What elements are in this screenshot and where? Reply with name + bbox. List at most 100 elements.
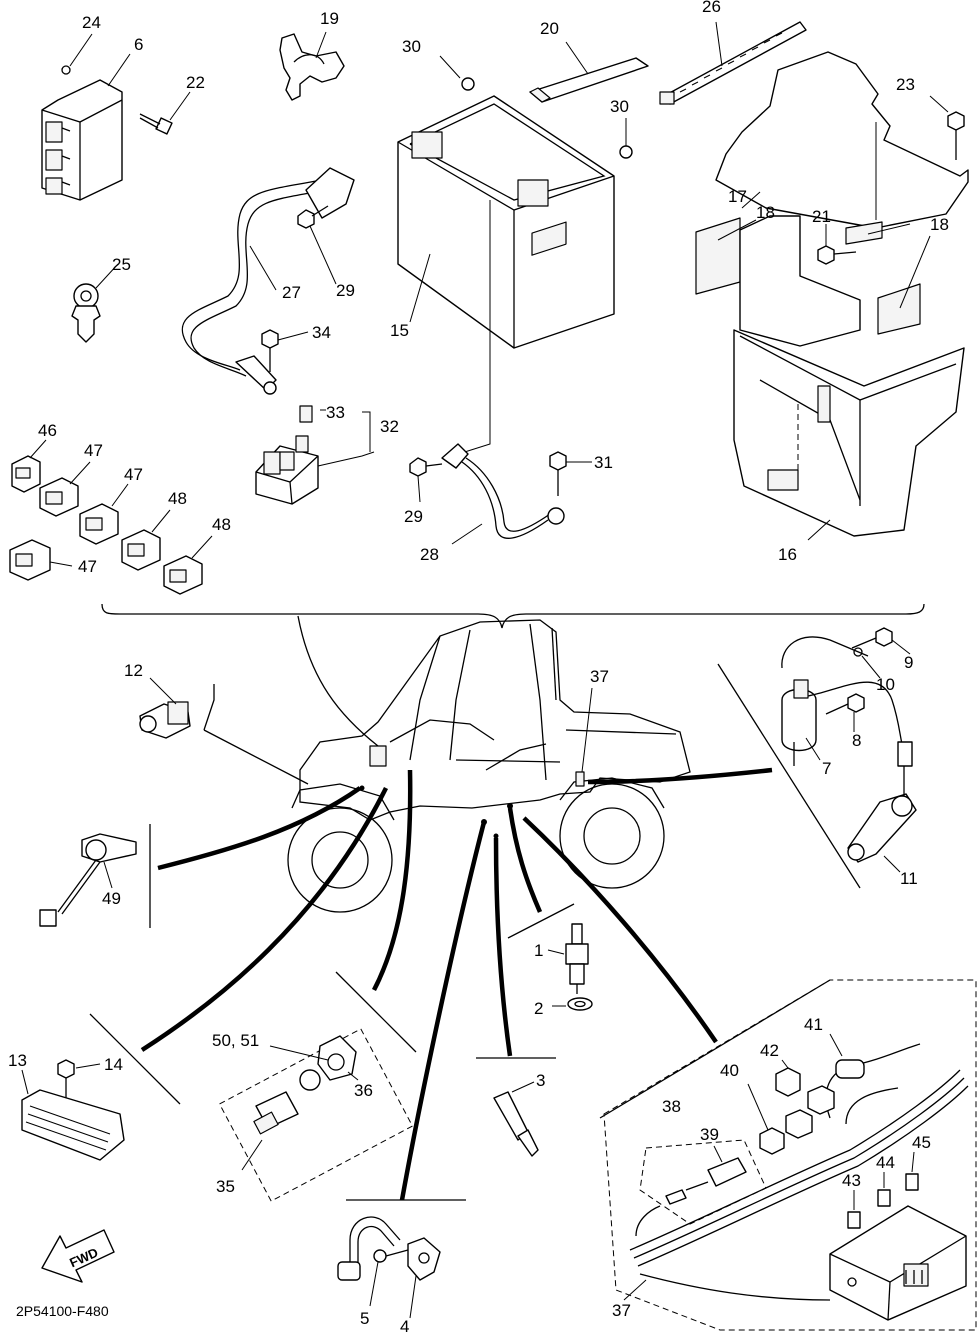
- part-23-bolt: [929, 95, 965, 160]
- leader-12: [203, 729, 309, 785]
- leader-top-bracket: [297, 615, 379, 747]
- part-28-cable: [441, 200, 565, 545]
- part-35-group-box: [218, 1028, 414, 1202]
- part-16-battery-box: [733, 215, 965, 541]
- part-31-bolt: [549, 451, 592, 496]
- part-37-group-box: [603, 979, 977, 1331]
- callout-13: 13: [8, 1051, 27, 1070]
- part-10-washer: [853, 647, 863, 657]
- callout-40: 40: [720, 1061, 739, 1080]
- part-25-clip: [71, 263, 119, 343]
- callout-1: 1: [534, 941, 543, 960]
- part-34-bolt: [261, 329, 309, 372]
- callout-21: 21: [812, 207, 831, 226]
- callout-33: 33: [326, 403, 345, 422]
- part-6-ecu: [41, 79, 123, 201]
- callout-49: 49: [102, 889, 121, 908]
- callout-3: 3: [536, 1071, 545, 1090]
- leader-37: [522, 816, 718, 1044]
- leader-13: [140, 786, 389, 1052]
- leader-50-51: [269, 1045, 329, 1061]
- part-39-connector: [665, 1145, 747, 1205]
- callout-38: 38: [662, 1097, 681, 1116]
- vehicle-outline: [287, 619, 691, 913]
- callout-48-a: 48: [168, 489, 187, 508]
- callout-46: 46: [38, 421, 57, 440]
- part-17-battery-box-cover: [715, 51, 969, 229]
- part-29-bolt-a: [297, 205, 337, 285]
- part-11-plug-cap: [847, 766, 917, 873]
- diagram-code: 2P54100-F480: [16, 1303, 109, 1319]
- part-22-bolt: [139, 91, 191, 135]
- callout-25: 25: [112, 255, 131, 274]
- callout-48-b: 48: [212, 515, 231, 534]
- callout-34: 34: [312, 323, 331, 342]
- part-3-sensor: [493, 1081, 539, 1157]
- callout-30-a: 30: [402, 37, 421, 56]
- part-20-strap: [529, 41, 649, 103]
- connector-48-b: [163, 535, 213, 595]
- callout-7: 7: [822, 759, 831, 778]
- callout-39: 39: [700, 1125, 719, 1144]
- callout-2: 2: [534, 999, 543, 1018]
- callout-47-c: 47: [78, 557, 97, 576]
- callout-41: 41: [804, 1015, 823, 1034]
- callout-27: 27: [282, 283, 301, 302]
- callout-18-b: 18: [930, 215, 949, 234]
- callout-20: 20: [540, 19, 559, 38]
- callout-19: 19: [320, 9, 339, 28]
- part-35-switch: [241, 1069, 321, 1171]
- part-45-fuse: [905, 1151, 919, 1191]
- callout-42: 42: [760, 1041, 779, 1060]
- part-38-group-box: [639, 1139, 767, 1225]
- part-26-cable-tie: [659, 21, 807, 105]
- callout-4: 4: [400, 1317, 409, 1335]
- callout-17: 17: [728, 187, 747, 206]
- callout-29-b: 29: [404, 507, 423, 526]
- fwd-arrow-icon: FWD: [41, 1229, 115, 1283]
- part-1-spark-plug: [547, 923, 589, 994]
- callout-12: 12: [124, 661, 143, 680]
- callout-6: 6: [134, 35, 143, 54]
- callout-labels: 24 6 22 19 30 20 26 23 30 17 18 21 18 25…: [8, 0, 949, 1335]
- leader-5-4: [399, 821, 487, 1201]
- part-8-bolt: [825, 693, 865, 732]
- part-19-clip: [279, 31, 345, 101]
- part-40-relay: [747, 1083, 813, 1155]
- part-27-cable: [181, 167, 355, 395]
- callout-9: 9: [904, 653, 913, 672]
- callout-32: 32: [380, 417, 399, 436]
- part-18-pad-b: [845, 221, 931, 335]
- callout-45: 45: [912, 1133, 931, 1152]
- callout-22: 22: [186, 73, 205, 92]
- connector-46: [11, 439, 47, 493]
- part-30-nut-a: [461, 77, 475, 91]
- connector-48-a: [121, 509, 171, 571]
- leader-49: [157, 786, 362, 871]
- part-14-bolt: [57, 1059, 101, 1098]
- part-21-bolt: [817, 224, 857, 265]
- leader-35: [372, 769, 413, 992]
- callout-16: 16: [778, 545, 797, 564]
- callout-47-b: 47: [124, 465, 143, 484]
- part-5-sensor: [337, 1216, 409, 1307]
- connector-47-a: [39, 461, 91, 517]
- part-29-bolt-b: [409, 457, 443, 503]
- fuse-box: [829, 1205, 967, 1321]
- connector-47-c: [9, 539, 73, 581]
- part-41-connector: [829, 1033, 865, 1079]
- part-4-bracket: [407, 1237, 441, 1319]
- callout-30-b: 30: [610, 97, 629, 116]
- callout-10: 10: [876, 675, 895, 694]
- callout-11: 11: [900, 869, 918, 888]
- callout-28: 28: [420, 545, 439, 564]
- part-44-fuse: [877, 1172, 891, 1207]
- callout-5: 5: [360, 1309, 369, 1328]
- callout-43: 43: [842, 1171, 861, 1190]
- callout-29-a: 29: [336, 281, 355, 300]
- top-group-bracket: [101, 603, 925, 629]
- callout-36: 36: [354, 1081, 373, 1100]
- callout-24: 24: [82, 13, 101, 32]
- callout-8: 8: [852, 731, 861, 750]
